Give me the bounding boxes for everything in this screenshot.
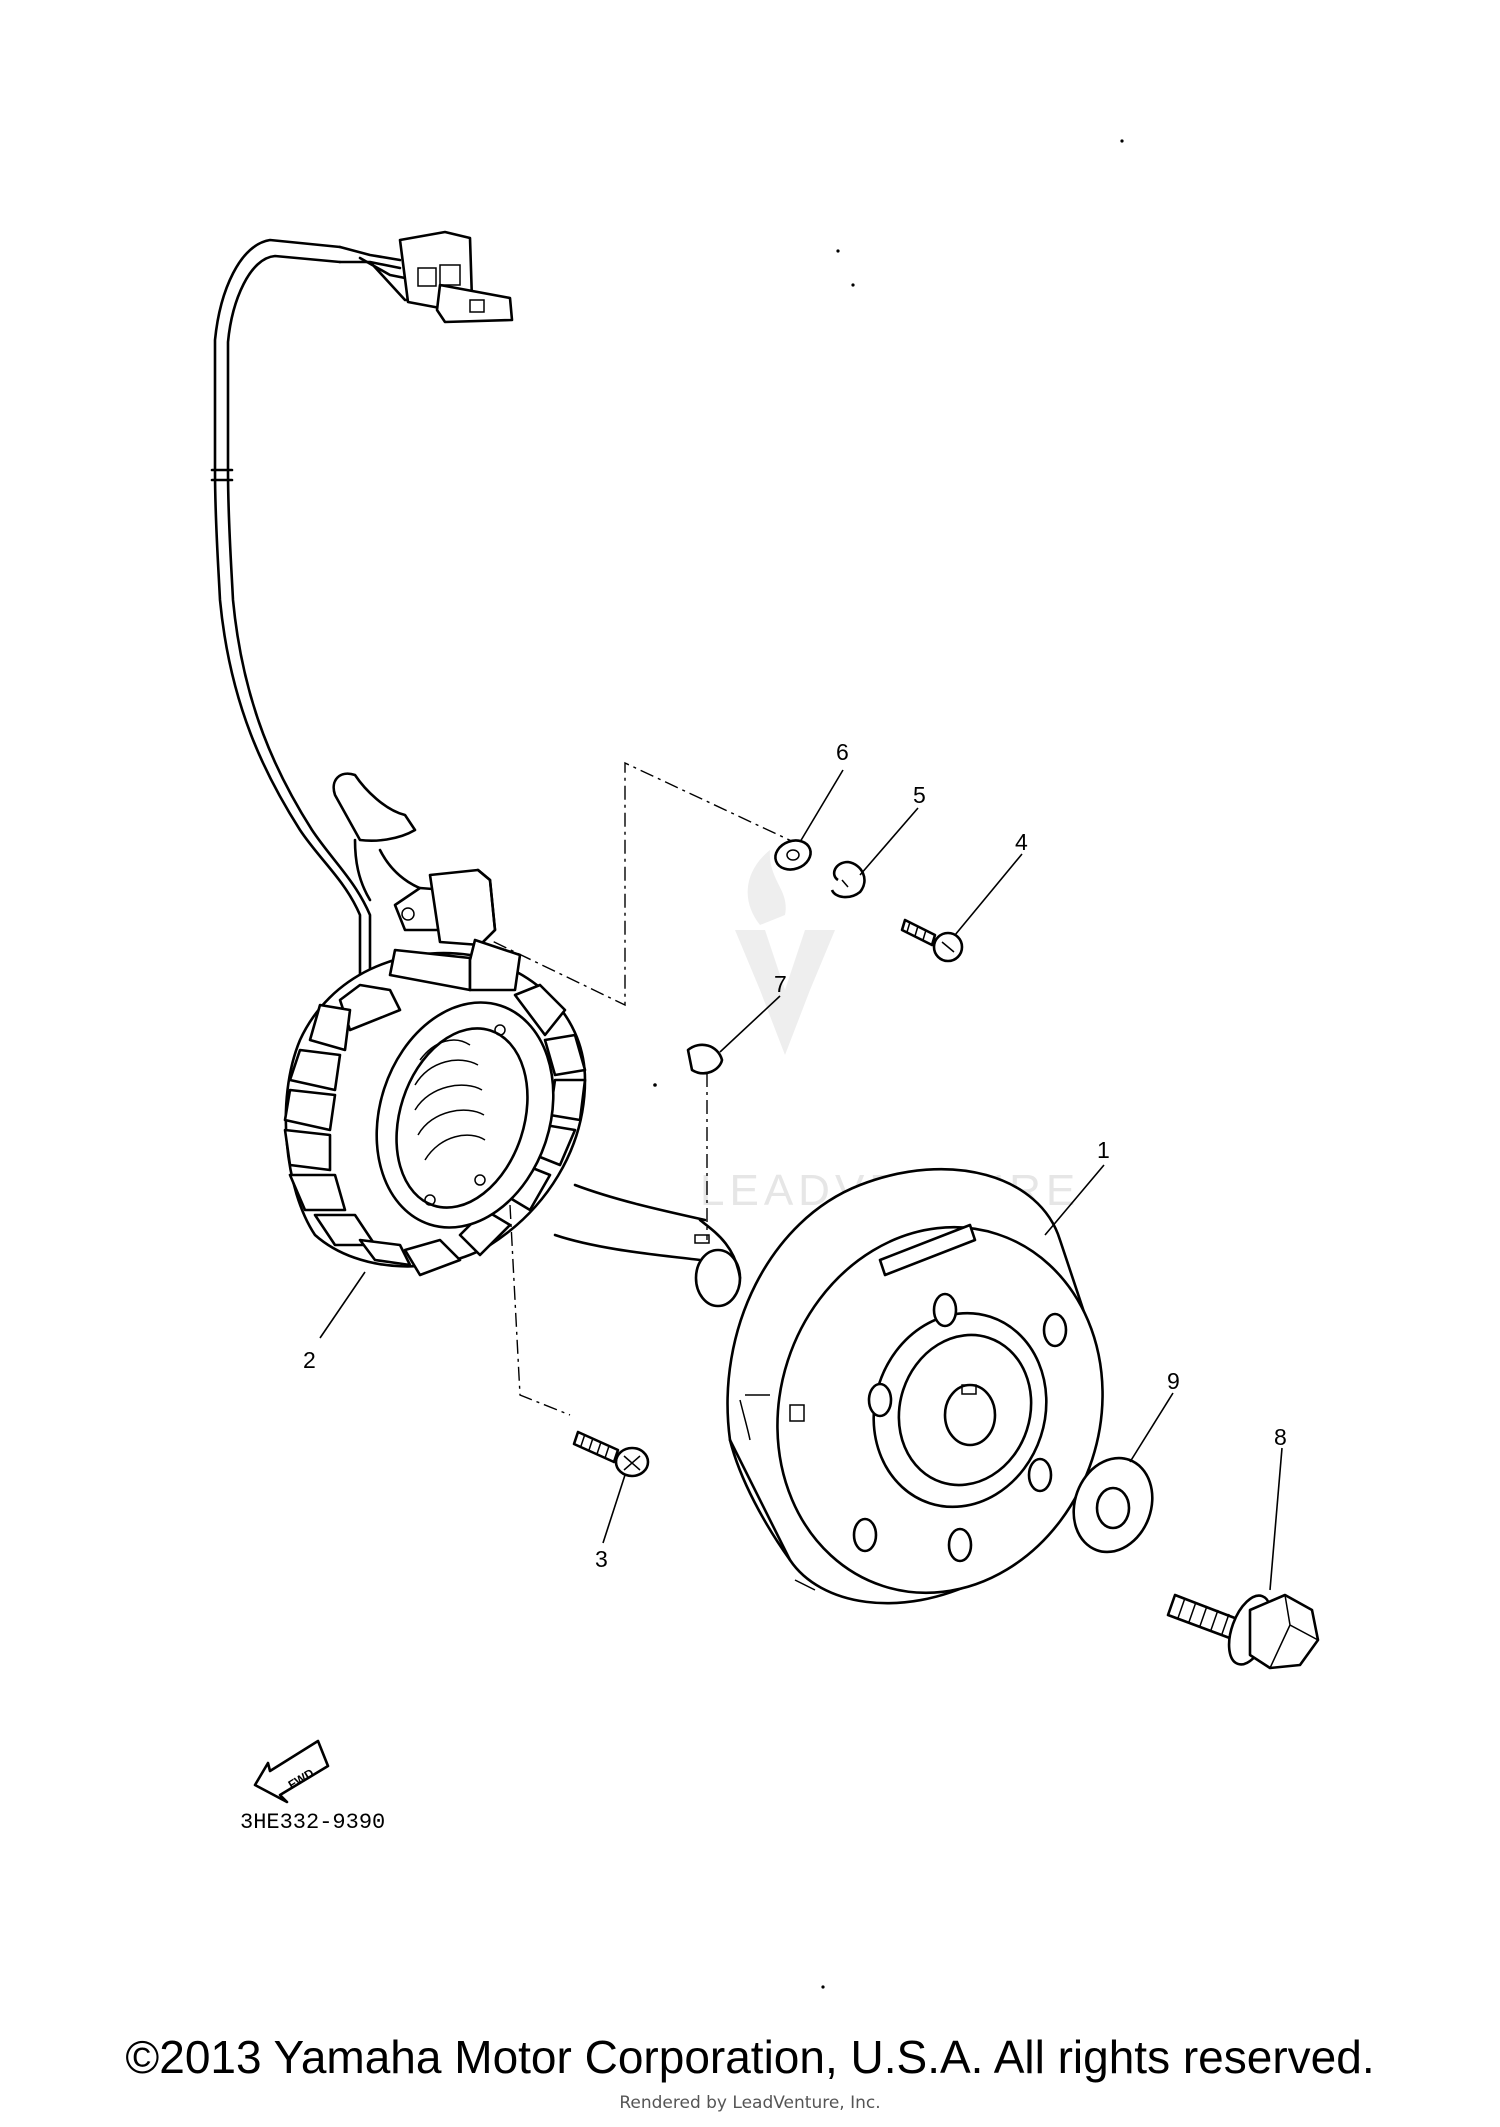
screw-3 [572,1430,650,1478]
callout-7: 7 [774,971,787,997]
diagram-part-number: 3HE332-9390 [240,1810,385,1835]
nut-6 [774,839,812,871]
callout-leaders [319,769,1283,1591]
fwd-arrow-icon: FWD [253,1739,330,1804]
woodruff-key [686,1043,724,1075]
callout-5: 5 [913,782,926,808]
callout-6: 6 [836,739,849,765]
callout-8: 8 [1274,1424,1287,1450]
stray-dots [653,139,1124,1989]
rotor-holes [852,1292,1068,1563]
alignment-lines [489,761,801,1416]
screw-4 [900,918,964,963]
callout-3: 3 [595,1546,608,1572]
callout-9: 9 [1167,1368,1180,1394]
callout-labels: 1 2 3 4 5 6 7 8 9 [303,739,1287,1572]
callout-1: 1 [1097,1137,1110,1163]
stator-coil-poles [283,938,587,1277]
flange-bolt-8 [1166,1593,1320,1670]
lock-washer-5 [830,860,866,899]
rotor-flywheel [726,1167,1104,1605]
stator-assembly [283,938,587,1277]
stator-wire-harness [210,230,514,1002]
crankshaft-taper [553,1183,742,1308]
callout-4: 4 [1015,829,1028,855]
copyright-notice: ©2013 Yamaha Motor Corporation, U.S.A. A… [125,2031,1375,2083]
callout-2: 2 [303,1347,316,1373]
rendered-by-notice: Rendered by LeadVenture, Inc. [619,2093,881,2113]
leadventure-watermark: LEADVENTURE [700,850,1075,1215]
washer-9 [1072,1456,1154,1554]
